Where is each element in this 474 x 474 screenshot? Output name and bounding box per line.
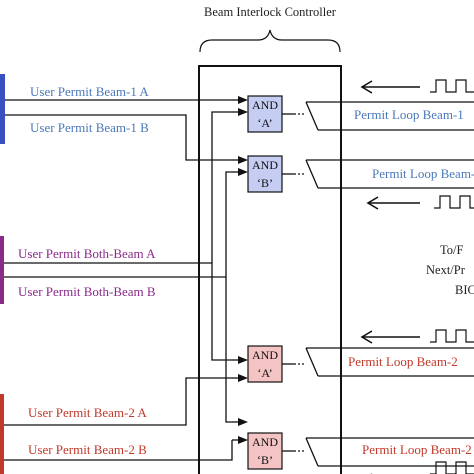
beam1-side-bar	[0, 74, 5, 144]
and-gate-beam1-a: AND ‘A’	[247, 95, 283, 133]
input-label-beam2-b: User Permit Beam-2 B	[28, 442, 147, 457]
input-label-beam2-a: User Permit Beam-2 A	[28, 405, 147, 420]
input-label-beam1-a: User Permit Beam-1 A	[30, 84, 149, 99]
side-note-line-2: Next/Pr	[426, 263, 466, 277]
input-wire-both-a	[4, 111, 232, 264]
input-wires	[4, 99, 233, 461]
arrowhead	[238, 356, 248, 364]
pulse-train	[434, 195, 474, 209]
arrowhead	[238, 418, 248, 426]
output-label-beam1-b: Permit Loop Beam-1	[372, 166, 474, 181]
input-wire-beam2-a	[4, 377, 232, 426]
arrow-stems	[232, 99, 240, 441]
gate-arrowheads	[238, 96, 248, 444]
gate-channel-label: ‘B’	[257, 176, 273, 190]
gate-channel-label: ‘A’	[257, 366, 272, 380]
pulse-train	[430, 461, 474, 474]
output-label-beam1-a: Permit Loop Beam-1	[354, 107, 464, 122]
right-signal-arrows	[360, 80, 420, 474]
pulse-trains	[430, 79, 474, 474]
arrowhead	[238, 374, 248, 382]
arrowhead	[238, 96, 248, 104]
and-gate-beam2-b: AND ‘B’	[247, 432, 283, 470]
pulse-train	[430, 329, 474, 343]
output-label-beam2-a: Permit Loop Beam-2	[348, 354, 458, 369]
both-beam-side-bar	[0, 236, 4, 304]
gate-op-label: AND	[252, 158, 278, 172]
and-gate-beam1-b: AND ‘B’	[247, 155, 283, 193]
beam2-side-bar	[0, 394, 4, 474]
side-note-line-1: To/F	[440, 243, 463, 257]
gate-op-label: AND	[252, 435, 278, 449]
arrowhead	[238, 108, 248, 116]
gate-op-label: AND	[252, 348, 278, 362]
input-wire-beam1-b	[5, 114, 232, 161]
switch-blade	[305, 101, 319, 131]
input-wire-both-b-down	[225, 277, 232, 423]
controller-box	[198, 65, 342, 474]
arrowhead	[238, 156, 248, 164]
input-label-both-a: User Permit Both-Beam A	[18, 246, 156, 261]
arrowhead	[238, 436, 248, 444]
gate-channel-label: ‘A’	[257, 116, 272, 130]
gate-channel-label: ‘B’	[257, 453, 273, 467]
input-wire-beam2-b	[4, 440, 233, 461]
diagram-title: Beam Interlock Controller	[204, 5, 337, 19]
and-gate-beam2-a: AND ‘A’	[247, 345, 283, 383]
arrowhead	[238, 168, 248, 176]
input-wire-both-b	[4, 171, 232, 278]
input-wire-both-a-down	[211, 263, 232, 361]
output-label-beam2-b: Permit Loop Beam-2	[362, 442, 472, 457]
gate-op-label: AND	[252, 98, 278, 112]
controller-brace	[199, 29, 341, 53]
pulse-train	[430, 79, 474, 93]
output-switches	[282, 101, 474, 467]
side-note-line-3: BIC	[455, 283, 474, 297]
input-label-beam1-b: User Permit Beam-1 B	[30, 120, 149, 135]
input-label-both-b: User Permit Both-Beam B	[18, 284, 156, 299]
